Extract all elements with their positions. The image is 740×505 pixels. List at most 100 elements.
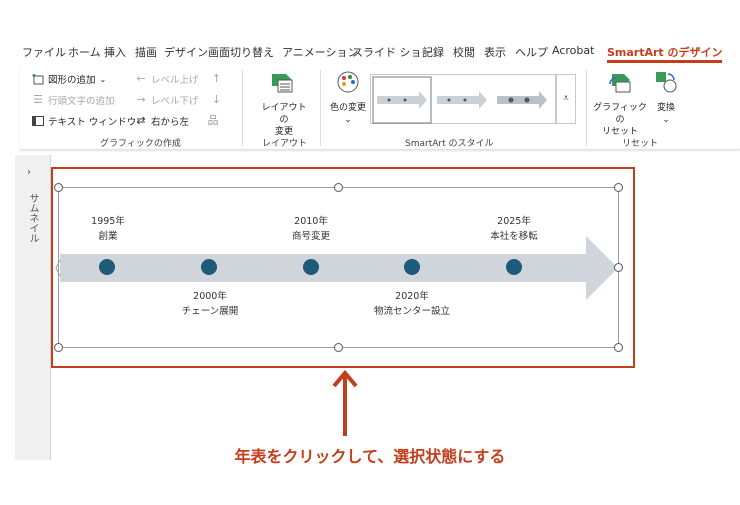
change-colors-label: 色の変更 — [329, 103, 366, 113]
style-thumb-3 — [497, 91, 547, 109]
active-tab-indicator — [607, 60, 722, 63]
tab-slideshow[interactable]: スライド ショー — [352, 46, 433, 59]
resize-handle-bottom[interactable] — [334, 343, 343, 352]
thumbnail-pane-label[interactable]: サムネイル — [27, 193, 38, 243]
tab-record[interactable]: 記録 — [422, 46, 444, 59]
timeline-marker — [506, 259, 522, 275]
ribbon-tab-bar: ファイル ホーム 挿入 描画 デザイン 画面切り替え アニメーション スライド … — [0, 38, 740, 64]
tab-help[interactable]: ヘルプ — [515, 46, 548, 59]
timeline-year: 2020年 — [395, 291, 429, 302]
add-shape-icon — [32, 73, 44, 85]
timeline-marker — [303, 259, 319, 275]
tab-home[interactable]: ホーム — [68, 46, 101, 59]
ribbon-separator — [586, 70, 587, 146]
timeline-marker — [404, 259, 420, 275]
timeline-year: 2000年 — [193, 291, 227, 302]
convert-button[interactable]: 変換 ⌄ — [648, 68, 684, 130]
timeline-year: 1995年 — [91, 216, 125, 227]
bullet-list-icon: ☰ — [33, 93, 43, 106]
change-layout-label: レイアウトの 変更 — [261, 103, 307, 137]
timeline-item-2000[interactable]: 2000年 チェーン展開 — [182, 289, 239, 319]
group-label-smartart-styles: SmartArt のスタイル — [405, 139, 494, 149]
timeline-text: 本社を移転 — [490, 231, 538, 242]
right-to-left-button[interactable]: ⇄ 右から左 品 — [135, 114, 219, 129]
right-to-left-label: 右から左 — [151, 117, 190, 128]
tab-draw[interactable]: 描画 — [135, 46, 157, 59]
slide-canvas[interactable] — [51, 155, 740, 460]
group-label-layout: レイアウト — [262, 139, 308, 149]
timeline-text: チェーン展開 — [181, 306, 239, 317]
promote-button[interactable]: ← レベル上げ ↑ — [135, 72, 223, 87]
reset-graphic-label: グラフィックの リセット — [593, 103, 647, 137]
timeline-text: 商号変更 — [291, 231, 331, 242]
tab-file[interactable]: ファイル — [22, 46, 66, 59]
tab-smartart-design[interactable]: SmartArt のデザイン — [607, 46, 723, 59]
timeline-marker — [201, 259, 217, 275]
ribbon-separator — [320, 70, 321, 146]
change-colors-button[interactable]: 色の変更 ⌄ — [326, 68, 370, 130]
annotation-arrow-icon — [332, 370, 358, 436]
arrow-left-icon: ← — [136, 72, 146, 85]
text-pane-icon — [32, 115, 44, 127]
tab-animations[interactable]: アニメーション — [282, 46, 359, 59]
annotation-highlight-box — [51, 167, 635, 368]
chevron-down-icon: ⌄ — [344, 115, 352, 125]
timeline-year: 2010年 — [294, 216, 328, 227]
add-bullet-label: 行頭文字の追加 — [48, 96, 115, 107]
timeline-item-2010[interactable]: 2010年 商号変更 — [292, 214, 330, 244]
style-thumb-1 — [372, 76, 432, 124]
arrow-right-icon: → — [136, 93, 146, 106]
smartart-style-gallery[interactable] — [370, 74, 556, 124]
style-thumb-2 — [437, 91, 487, 109]
resize-handle-top-right[interactable] — [614, 183, 623, 192]
arrow-down-icon: ↓ — [211, 93, 222, 106]
ribbon: 図形の追加 ⌄ ☰ 行頭文字の追加 テキスト ウィンドウ ← レベル上げ ↑ →… — [20, 64, 740, 150]
add-shape-label: 図形の追加 — [48, 75, 96, 86]
tab-review[interactable]: 校閲 — [453, 46, 475, 59]
resize-handle-top[interactable] — [334, 183, 343, 192]
expand-chevron-icon[interactable]: › — [27, 167, 31, 178]
resize-handle-bottom-right[interactable] — [614, 343, 623, 352]
annotation-caption: 年表をクリックして、選択状態にする — [234, 447, 506, 466]
text-pane-label: テキスト ウィンドウ — [48, 117, 137, 128]
demote-label: レベル下げ — [151, 96, 199, 107]
palette-icon — [337, 71, 359, 93]
demote-button[interactable]: → レベル下げ ↓ — [135, 93, 223, 108]
tab-insert[interactable]: 挿入 — [104, 46, 126, 59]
group-label-create-graphic: グラフィックの作成 — [100, 139, 181, 149]
thumbnail-pane: › サムネイル — [15, 155, 51, 460]
timeline-text: 物流センター設立 — [373, 306, 451, 317]
resize-handle-top-left[interactable] — [54, 183, 63, 192]
ribbon-separator — [242, 70, 243, 146]
timeline-item-1995[interactable]: 1995年 創業 — [91, 214, 125, 244]
text-pane-button[interactable]: テキスト ウィンドウ — [32, 114, 136, 128]
reset-graphic-button[interactable]: グラフィックの リセット — [592, 68, 648, 137]
layout-org-icon: 品 — [207, 114, 219, 127]
style-thumbnails — [372, 76, 547, 124]
convert-icon — [656, 72, 677, 93]
more-icon: ⩡ — [563, 93, 569, 104]
tab-transitions[interactable]: 画面切り替え — [208, 46, 274, 59]
group-label-reset: リセット — [622, 139, 659, 149]
resize-handle-bottom-left[interactable] — [54, 343, 63, 352]
resize-handle-right[interactable] — [614, 263, 623, 272]
timeline-marker — [99, 259, 115, 275]
reset-icon — [609, 74, 631, 93]
convert-label: 変換 — [656, 103, 675, 113]
gallery-more-button[interactable]: ⩡ — [556, 74, 576, 124]
tab-design[interactable]: デザイン — [164, 46, 208, 59]
chevron-down-icon: ⌄ — [662, 115, 670, 125]
timeline-item-2020[interactable]: 2020年 物流センター設立 — [374, 289, 450, 319]
tab-acrobat[interactable]: Acrobat — [552, 44, 595, 57]
tab-view[interactable]: 表示 — [484, 46, 506, 59]
timeline-text: 創業 — [98, 231, 118, 242]
change-layout-button[interactable]: レイアウトの 変更 — [258, 68, 310, 137]
promote-label: レベル上げ — [151, 75, 199, 86]
swap-arrows-icon: ⇄ — [136, 114, 146, 127]
layout-icon — [272, 74, 293, 93]
add-shape-button[interactable]: 図形の追加 ⌄ — [32, 72, 106, 86]
chevron-down-icon: ⌄ — [99, 74, 107, 84]
timeline-item-2025[interactable]: 2025年 本社を移転 — [490, 214, 538, 244]
add-bullet-button[interactable]: ☰ 行頭文字の追加 — [32, 93, 115, 108]
arrow-up-icon: ↑ — [211, 72, 222, 85]
